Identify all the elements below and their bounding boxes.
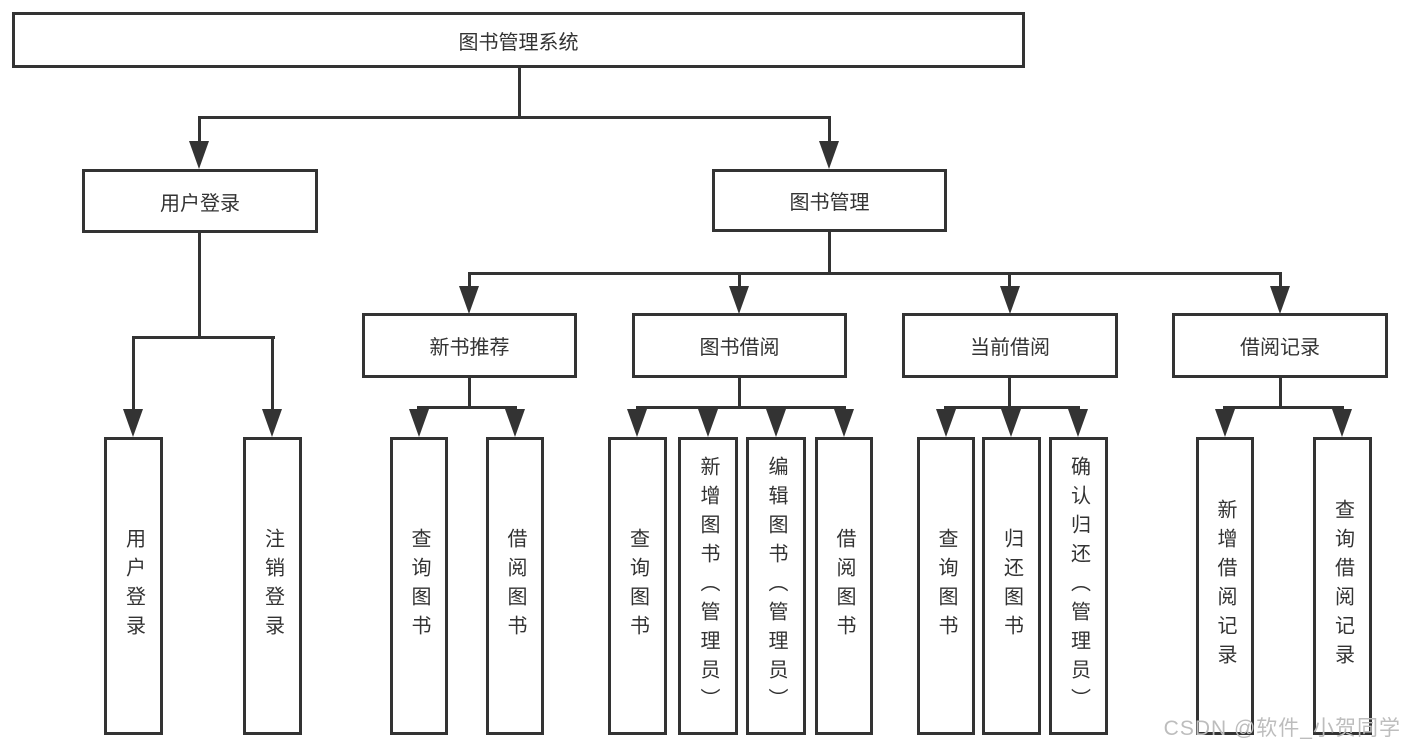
arrowhead-icon: [729, 286, 749, 314]
leaf-borrow-books: 借阅图书: [815, 437, 873, 735]
leaf-borrow-books-recommend: 借阅图书: [486, 437, 544, 735]
leaf-label: 查询借阅记录: [1331, 499, 1354, 673]
leaf-query-books-recommend: 查询图书: [390, 437, 448, 735]
connector-line: [1279, 378, 1282, 408]
arrowhead-icon: [1215, 409, 1235, 437]
node-root: 图书管理系统: [12, 12, 1025, 68]
arrowhead-icon: [834, 409, 854, 437]
node-label: 图书管理: [789, 192, 870, 214]
leaf-user-login: 用户登录: [104, 437, 163, 735]
leaf-label: 用户登录: [122, 528, 145, 644]
node-current-borrow: 当前借阅: [902, 313, 1118, 378]
connector-line: [417, 406, 517, 409]
leaf-confirm-return-admin: 确认归还（管理员）: [1049, 437, 1108, 735]
connector-line: [198, 116, 831, 119]
connector-line: [518, 68, 521, 117]
arrowhead-icon: [1332, 409, 1352, 437]
node-root-label: 图书管理系统: [458, 31, 579, 54]
arrowhead-icon: [459, 286, 479, 314]
node-label: 借阅记录: [1240, 337, 1320, 359]
leaf-label: 归还图书: [1000, 528, 1023, 644]
connector-line: [1279, 272, 1282, 290]
leaf-add-books-admin: 新增图书（管理员）: [678, 437, 738, 735]
connector-line: [271, 336, 274, 412]
connector-line: [468, 272, 471, 290]
connector-line: [828, 232, 831, 274]
connector-line: [468, 272, 1282, 275]
arrowhead-icon: [409, 409, 429, 437]
connector-line: [1223, 406, 1344, 409]
leaf-label: 编辑图书（管理员）: [765, 455, 787, 717]
node-label: 用户登录: [160, 192, 240, 215]
connector-line: [132, 336, 135, 412]
arrowhead-icon: [1270, 286, 1290, 314]
node-label: 当前借阅: [970, 337, 1050, 359]
connector-line: [636, 406, 846, 409]
connector-line: [828, 116, 831, 146]
leaf-label: 新增借阅记录: [1214, 499, 1236, 673]
node-new-book-recommend: 新书推荐: [362, 313, 577, 378]
leaf-label: 查询图书: [935, 528, 957, 644]
arrowhead-icon: [1000, 286, 1020, 314]
connector-line: [198, 116, 201, 146]
leaf-return-books: 归还图书: [982, 437, 1041, 735]
arrowhead-icon: [1068, 409, 1088, 437]
arrowhead-icon: [262, 409, 282, 437]
arrowhead-icon: [1001, 409, 1021, 437]
connector-line: [738, 378, 741, 408]
leaf-query-borrow-record: 查询借阅记录: [1313, 437, 1372, 735]
leaf-query-books-borrow: 查询图书: [608, 437, 667, 735]
arrowhead-icon: [189, 141, 209, 169]
arrowhead-icon: [936, 409, 956, 437]
leaf-logout: 注销登录: [243, 437, 302, 735]
connector-line: [198, 233, 201, 338]
connector-line: [468, 378, 471, 408]
leaf-label: 查询图书: [626, 528, 649, 644]
csdn-watermark: CSDN @软件_小贺同学: [1163, 717, 1401, 740]
arrowhead-icon: [819, 141, 839, 169]
node-label: 新书推荐: [429, 337, 510, 359]
leaf-label: 借阅图书: [833, 528, 855, 644]
node-book-management-branch: 图书管理: [712, 169, 947, 232]
leaf-label: 确认归还（管理员）: [1067, 455, 1090, 717]
arrowhead-icon: [505, 409, 525, 437]
node-borrow-record: 借阅记录: [1172, 313, 1388, 378]
connector-line: [1008, 272, 1011, 290]
arrowhead-icon: [766, 409, 786, 437]
leaf-label: 查询图书: [408, 528, 430, 644]
leaf-label: 新增图书（管理员）: [697, 455, 719, 717]
arrowhead-icon: [123, 409, 143, 437]
leaf-label: 借阅图书: [504, 528, 526, 644]
node-book-borrow: 图书借阅: [632, 313, 847, 378]
arrowhead-icon: [627, 409, 647, 437]
node-user-login-branch: 用户登录: [82, 169, 318, 233]
leaf-label: 注销登录: [261, 528, 284, 644]
connector-line: [1008, 378, 1011, 408]
connector-line: [738, 272, 741, 290]
node-label: 图书借阅: [699, 337, 780, 359]
connector-line: [132, 336, 275, 339]
leaf-add-borrow-record: 新增借阅记录: [1196, 437, 1254, 735]
arrowhead-icon: [698, 409, 718, 437]
leaf-query-books-current: 查询图书: [917, 437, 975, 735]
leaf-edit-books-admin: 编辑图书（管理员）: [746, 437, 806, 735]
